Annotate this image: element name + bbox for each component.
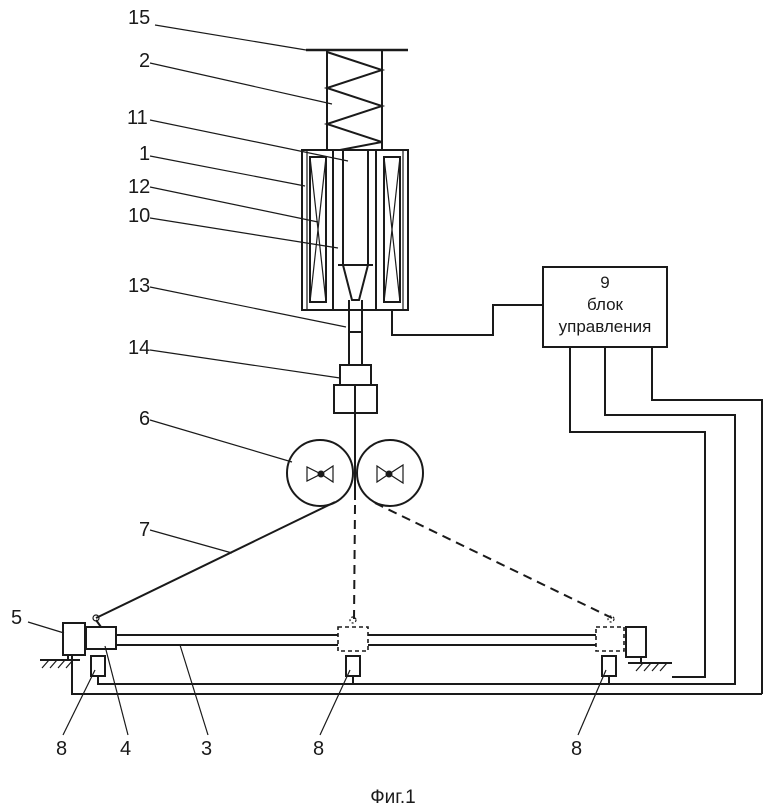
control-block-line2: управления	[559, 317, 652, 336]
label-8-center: 8	[313, 738, 324, 760]
control-block-line1: блок	[587, 295, 624, 314]
label-1: 1	[139, 143, 150, 165]
right-mount	[626, 627, 672, 671]
label-5: 5	[11, 607, 22, 629]
clamp	[334, 365, 377, 500]
label-13: 13	[128, 275, 150, 297]
spring	[327, 50, 382, 150]
control-block-number: 9	[600, 273, 609, 292]
carriage-dashed-center	[338, 617, 368, 676]
cable-dashed-right	[375, 503, 612, 618]
label-14: 14	[128, 337, 150, 359]
label-8-left: 8	[56, 738, 67, 760]
label-10: 10	[128, 205, 150, 227]
label-3: 3	[201, 738, 212, 760]
label-2: 2	[139, 50, 150, 72]
label-11: 11	[127, 107, 148, 129]
roller-right	[357, 440, 423, 506]
figure-caption: Фиг.1	[370, 787, 416, 808]
label-4: 4	[120, 738, 131, 760]
label-7: 7	[139, 519, 150, 541]
left-mount	[40, 623, 85, 668]
label-12: 12	[128, 176, 150, 198]
housing-to-control-wire	[392, 305, 543, 335]
sensor-wiring	[72, 655, 762, 694]
label-8-right: 8	[571, 738, 582, 760]
cable-solid	[96, 502, 335, 618]
roller-left	[287, 440, 353, 506]
carriage-dashed-right	[596, 616, 624, 676]
label-6: 6	[139, 408, 150, 430]
carriage-solid	[86, 615, 116, 676]
cable-dashed-center	[354, 505, 355, 620]
housing	[302, 150, 408, 310]
label-15: 15	[128, 7, 150, 29]
